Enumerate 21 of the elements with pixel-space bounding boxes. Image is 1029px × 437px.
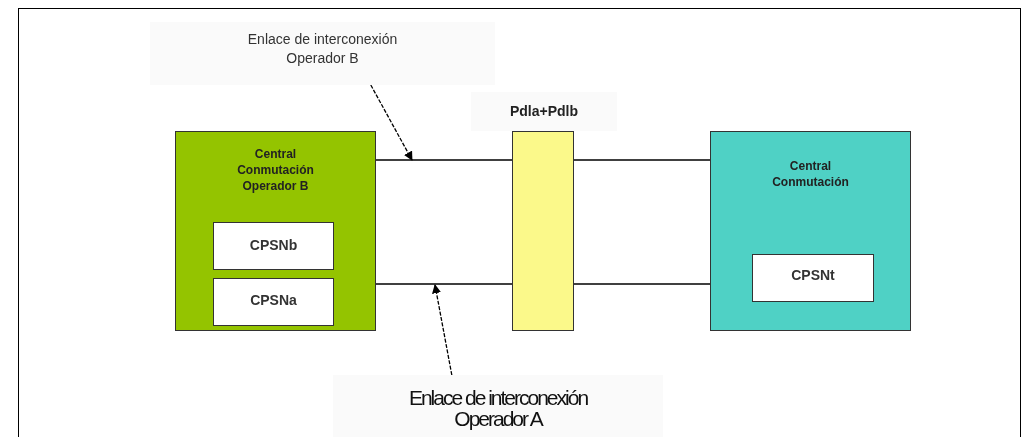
- switching-center-box: [710, 131, 911, 331]
- switching-center-box: [175, 131, 376, 331]
- connector-line: [573, 283, 711, 285]
- box-label: CPSNb: [249, 236, 298, 255]
- box-label: Central Conmutación Operador B: [236, 146, 315, 195]
- leader-arrow: [432, 284, 453, 376]
- box-label: CPSNa: [250, 291, 297, 310]
- callout-text: Enlace de interconexión Operador A: [407, 387, 589, 429]
- bar-heading: Pdla+Pdlb: [471, 92, 617, 131]
- connector-line: [573, 159, 711, 161]
- module-box: [213, 222, 334, 270]
- callout-label: [150, 22, 495, 85]
- module-box: [213, 278, 334, 326]
- callout-label: [333, 375, 663, 437]
- callout-text: Enlace de interconexión Operador B: [246, 30, 399, 68]
- connector-line: [375, 159, 513, 161]
- leader-arrow: [370, 84, 413, 161]
- box-label: Central Conmutación: [771, 158, 850, 191]
- connector-line: [375, 283, 513, 285]
- module-box: [752, 254, 874, 302]
- box-label: CPSNt: [791, 266, 835, 285]
